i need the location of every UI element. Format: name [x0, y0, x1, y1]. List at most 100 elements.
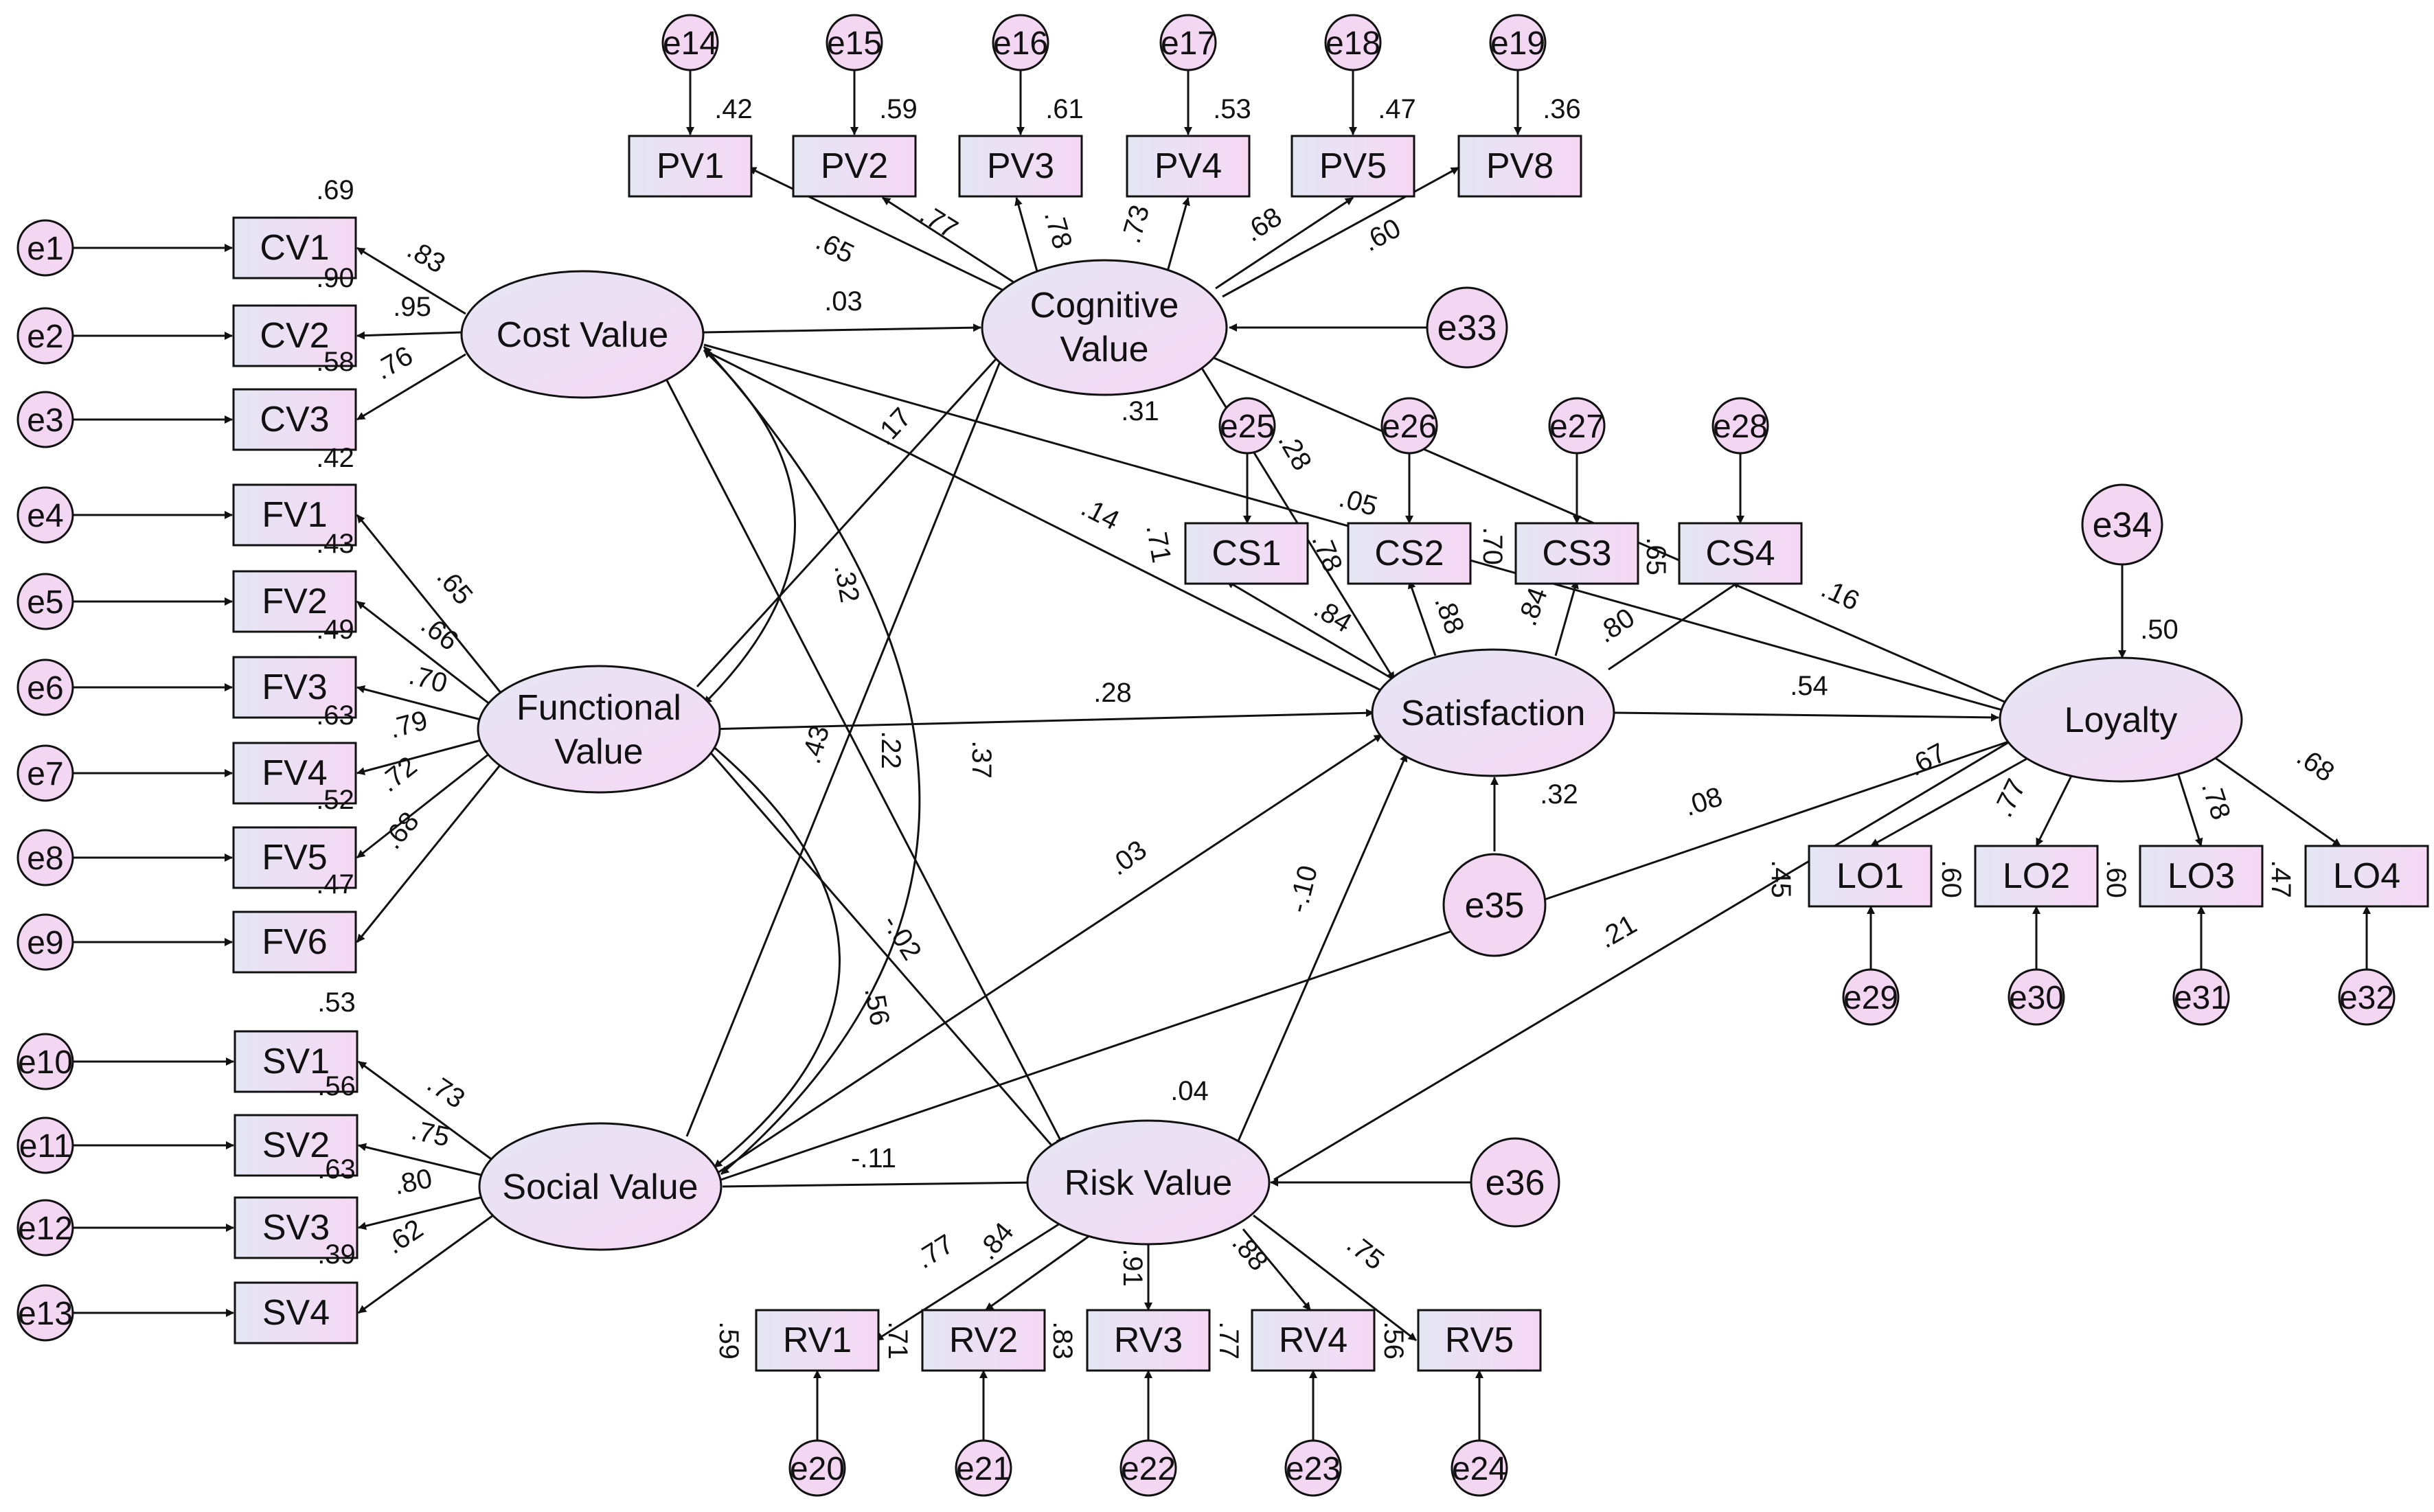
error-e16: e16: [992, 14, 1049, 71]
error-e35: e35: [1442, 853, 1547, 957]
error-e33: e33: [1426, 286, 1508, 369]
error-label: e30: [2009, 980, 2064, 1016]
error-e19: e19: [1489, 14, 1547, 71]
loading-label: .77: [1988, 775, 2032, 822]
indicator-label: CS4: [1705, 534, 1775, 573]
error-label: e2: [27, 319, 63, 355]
r2-label: .60: [2101, 860, 2131, 898]
latent-loyalty: Loyalty: [1999, 656, 2243, 783]
latent-label-line1: Functional: [516, 688, 681, 728]
error-label: e1: [27, 231, 63, 267]
latent-label: Loyalty: [2065, 700, 2178, 740]
indicator-box-SV4: SV4: [234, 1281, 359, 1344]
latent-label: Risk Value: [1065, 1163, 1233, 1203]
indicator-box-LO1: LO1: [1808, 845, 1933, 908]
indicator-box-CS4: CS4: [1678, 522, 1803, 585]
error-e6: e6: [16, 658, 74, 716]
error-label: e23: [1286, 1451, 1341, 1487]
error-e2: e2: [16, 307, 74, 365]
indicator-label: CV1: [260, 228, 329, 268]
r2-label: .36: [1543, 94, 1581, 124]
error-e7: e7: [16, 744, 74, 802]
path-coef-label: .43: [796, 722, 836, 768]
latent-risk-value: Risk Value: [1026, 1119, 1271, 1246]
loading-label: .80: [391, 1163, 435, 1201]
r2-label: .59: [879, 94, 918, 124]
latent-satisfaction: Satisfaction: [1371, 648, 1615, 777]
latent-label: Social Value: [502, 1167, 698, 1207]
error-e10: e10: [16, 1033, 74, 1090]
error-label: e12: [18, 1211, 73, 1247]
loading-label: .65: [431, 562, 478, 610]
error-e9: e9: [16, 913, 74, 971]
r2-label: .61: [1045, 94, 1084, 124]
error-label: e31: [2174, 980, 2229, 1016]
indicator-label: SV1: [262, 1042, 330, 1081]
indicator-label: FV6: [262, 922, 327, 962]
path-coef-label: -.10: [1283, 862, 1323, 916]
path-coef-label: .54: [1790, 671, 1828, 701]
error-label: e34: [2093, 505, 2152, 545]
error-e34: e34: [2081, 483, 2163, 566]
r2-label: .70: [1477, 527, 1508, 565]
indicator-label: FV3: [262, 667, 327, 707]
error-e36: e36: [1470, 1137, 1560, 1228]
path-coef-label: .08: [1681, 781, 1726, 822]
r2-label: .63: [317, 1154, 356, 1184]
error-label: e25: [1220, 409, 1275, 445]
path-coef-label: .05: [1336, 483, 1381, 523]
latent-label: Cost Value: [497, 315, 669, 355]
indicator-label: CV2: [260, 316, 329, 356]
indicator-box-FV2: FV2: [232, 570, 357, 633]
latent-label-line2: Value: [554, 732, 643, 772]
indicator-label: RV2: [949, 1320, 1018, 1360]
error-e23: e23: [1284, 1439, 1342, 1497]
error-e24: e24: [1451, 1439, 1508, 1497]
r2-label: .31: [1121, 396, 1159, 426]
indicator-label: PV4: [1155, 146, 1222, 186]
indicator-box-CV1: CV1: [232, 216, 357, 279]
indicator-label: LO2: [2003, 856, 2070, 896]
error-label: e17: [1161, 25, 1216, 62]
error-label: e35: [1465, 886, 1525, 926]
error-label: e7: [27, 756, 63, 792]
indicator-box-FV6: FV6: [232, 910, 357, 974]
indicator-box-PV3: PV3: [958, 135, 1083, 198]
loading-label: .65: [811, 225, 858, 269]
indicator-label: FV5: [262, 838, 327, 878]
error-label: e26: [1382, 409, 1437, 445]
loading-label: .95: [393, 292, 431, 322]
indicator-label: RV5: [1445, 1320, 1514, 1360]
indicator-box-LO3: LO3: [2139, 845, 2264, 908]
indicator-label: SV4: [262, 1293, 330, 1333]
edges: [73, 70, 2371, 1441]
indicator-box-FV4: FV4: [232, 742, 357, 805]
error-e20: e20: [788, 1439, 846, 1497]
loading-label: .84: [1309, 593, 1357, 639]
latent-cognitive-value: Cognitive Value: [981, 259, 1228, 396]
error-label: e15: [827, 25, 882, 62]
path-coef-label: .03: [1104, 834, 1152, 881]
path-coef-label: .14: [1076, 492, 1124, 536]
loading-label: .68: [1239, 202, 1288, 248]
indicator-box-CV2: CV2: [232, 304, 357, 367]
indicator-box-SV1: SV1: [234, 1030, 359, 1093]
loading-label: .91: [1117, 1248, 1148, 1287]
r2-label: .56: [1378, 1321, 1409, 1360]
latent-cost-value: Cost Value: [460, 270, 705, 399]
r2-label: .71: [883, 1321, 913, 1360]
loading-label: .73: [422, 1068, 470, 1114]
indicator-label: LO1: [1836, 856, 1904, 896]
loading-label: .28: [1272, 427, 1317, 475]
error-e14: e14: [661, 14, 719, 71]
covariance-label: .37: [966, 740, 997, 779]
loading-label: .83: [402, 234, 450, 279]
indicator-label: CV3: [260, 400, 329, 439]
error-e5: e5: [16, 573, 74, 630]
indicator-box-RV2: RV2: [921, 1309, 1046, 1372]
indicator-box-SV2: SV2: [234, 1114, 359, 1177]
r2-label: .90: [316, 263, 354, 293]
error-label: e27: [1549, 409, 1604, 445]
nodes: CV1 CV2 CV3 FV1 FV2 FV3 FV4 FV5: [16, 14, 2429, 1497]
